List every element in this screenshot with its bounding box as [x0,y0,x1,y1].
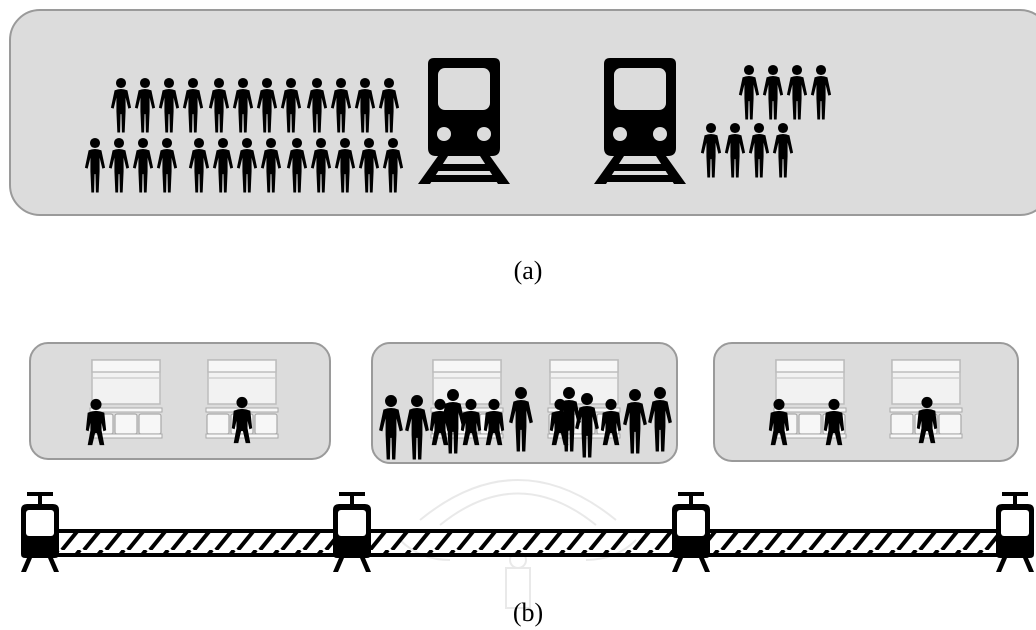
tram-icon [672,492,710,572]
car-panel-3 [713,342,1019,462]
tram-icon [996,492,1034,572]
caption-a: (a) [513,256,543,285]
panel-a [9,9,1036,216]
caption-b: (b) [512,598,544,627]
car-panel-1 [29,342,331,460]
train-front-icon [418,58,510,184]
panel-b [21,342,1034,572]
hatched-track [30,529,1006,557]
tram-icon [21,492,59,572]
train-front-icon [594,58,686,184]
tram-icon [333,492,371,572]
